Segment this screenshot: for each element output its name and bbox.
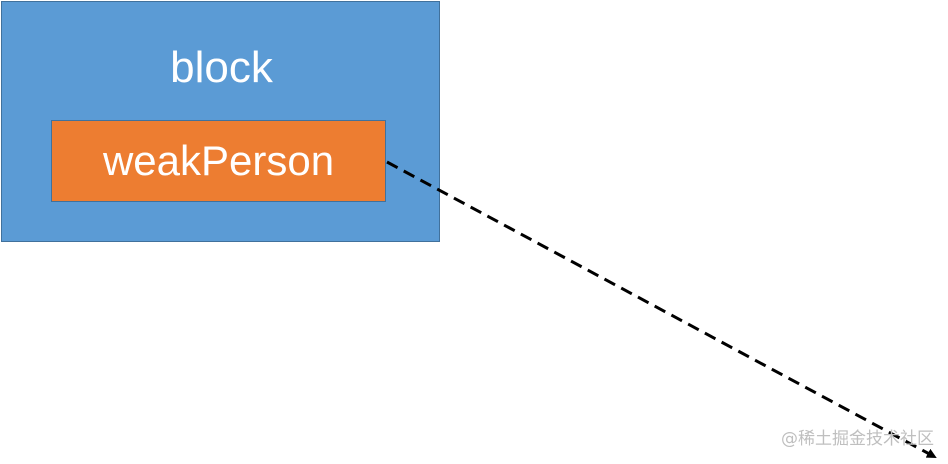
block-label: block <box>170 43 273 92</box>
weak-person-box: weakPerson <box>51 120 386 202</box>
watermark: @稀土掘金技术社区 <box>781 429 934 449</box>
weak-reference-arrow-line <box>386 160 937 459</box>
weak-person-label: weakPerson <box>102 137 335 184</box>
